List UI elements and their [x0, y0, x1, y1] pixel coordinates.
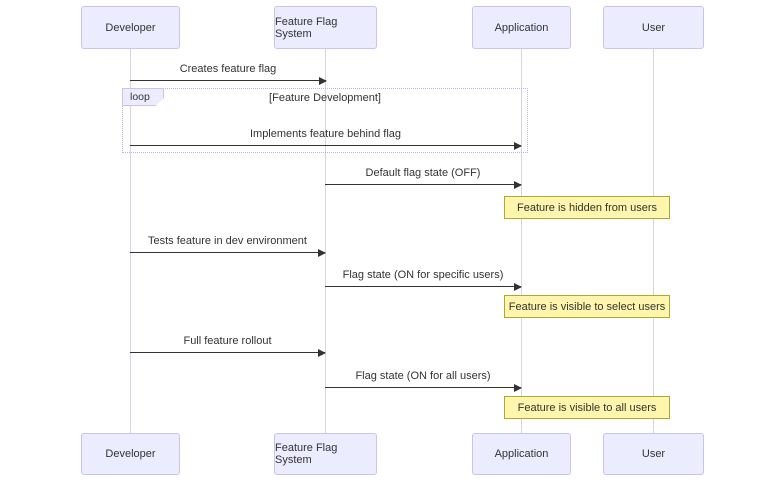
message-label: Full feature rollout — [183, 335, 272, 347]
lifeline-feature-flag-system — [325, 49, 326, 433]
message-default-flag-state-off: Default flag state (OFF) — [325, 164, 522, 189]
arrowhead-icon — [318, 348, 326, 357]
message-label: Tests feature in dev environment — [148, 235, 307, 247]
message-line — [130, 144, 521, 146]
lifeline-user — [653, 49, 654, 433]
actor-label: Application — [494, 21, 549, 34]
actor-label: Feature Flag System — [275, 15, 338, 40]
actor-top-developer: Developer — [81, 6, 180, 49]
message-implements-feature-behind-flag: Implements feature behind flag — [130, 125, 522, 150]
message-line — [130, 79, 326, 81]
actor-label: Feature Flag System — [275, 442, 338, 466]
message-line — [130, 251, 325, 253]
arrowhead-icon — [514, 282, 522, 291]
message-line — [325, 285, 521, 287]
arrowhead-icon — [514, 180, 522, 189]
loop-label-tab: loop — [122, 88, 164, 106]
arrowhead-icon — [318, 248, 326, 257]
actor-top-user: User — [603, 6, 704, 49]
actor-top-application: Application — [472, 6, 571, 49]
actor-label: Developer — [105, 448, 156, 460]
message-line — [325, 183, 521, 185]
arrowhead-icon — [319, 76, 327, 85]
actor-label: User — [641, 21, 666, 34]
message-label: Creates feature flag — [179, 63, 277, 75]
message-full-feature-rollout: Full feature rollout — [130, 332, 326, 357]
message-flag-state-on-all-users: Flag state (ON for all users) — [325, 367, 522, 392]
actor-label: Application — [494, 448, 549, 460]
message-creates-feature-flag: Creates feature flag — [130, 60, 327, 85]
note-feature-hidden-from-users: Feature is hidden from users — [504, 196, 670, 219]
message-flag-state-on-specific-users: Flag state (ON for specific users) — [325, 266, 522, 291]
note-feature-visible-to-all-users: Feature is visible to all users — [504, 396, 670, 419]
message-label: Default flag state (OFF) — [365, 167, 481, 179]
lifeline-application — [521, 49, 522, 433]
actor-bottom-user: User — [603, 433, 704, 475]
loop-title: [Feature Development] — [269, 92, 381, 104]
message-line — [130, 351, 325, 353]
message-line — [325, 386, 521, 388]
note-feature-visible-to-select-users: Feature is visible to select users — [504, 295, 670, 318]
actor-top-feature-flag-system: Feature Flag System — [274, 6, 377, 49]
arrowhead-icon — [514, 383, 522, 392]
message-label: Implements feature behind flag — [249, 128, 402, 140]
actor-bottom-application: Application — [472, 433, 571, 475]
actor-bottom-developer: Developer — [81, 433, 180, 475]
arrowhead-icon — [514, 141, 522, 150]
message-label: Flag state (ON for specific users) — [342, 269, 504, 281]
actor-label: User — [641, 448, 666, 460]
message-tests-feature-in-dev-environment: Tests feature in dev environment — [130, 232, 326, 257]
actor-label: Developer — [105, 21, 156, 34]
message-label: Flag state (ON for all users) — [355, 370, 491, 382]
actor-bottom-feature-flag-system: Feature Flag System — [274, 433, 377, 475]
lifeline-developer — [130, 49, 131, 433]
loop-frame: loop [Feature Development] — [122, 88, 528, 153]
